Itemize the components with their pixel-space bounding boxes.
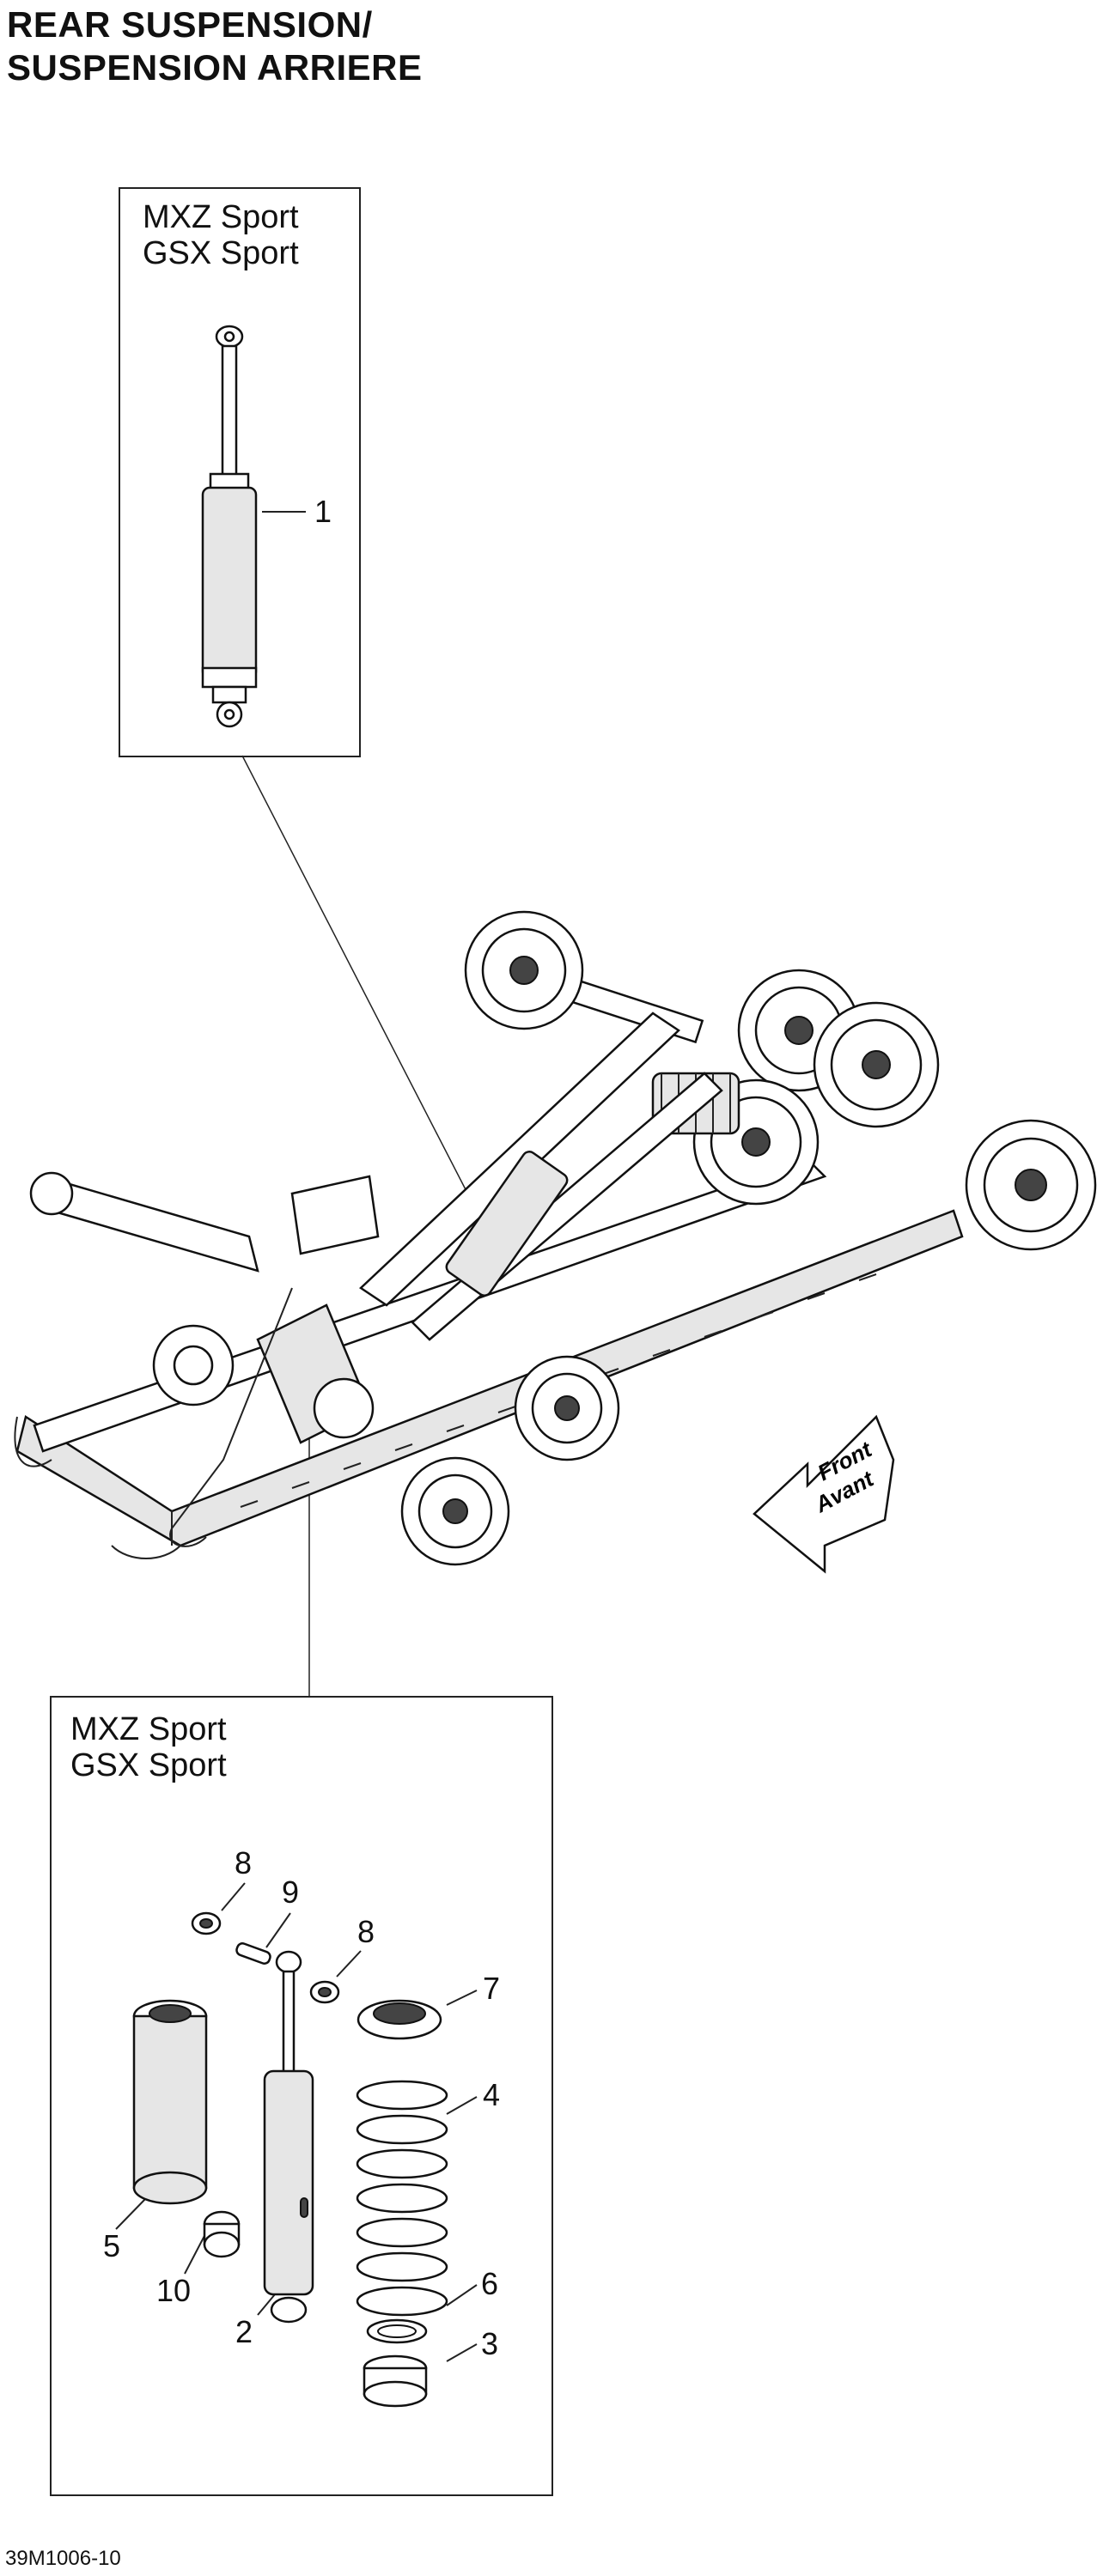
spacer-part-9 <box>235 1942 271 1965</box>
callout-1: 1 <box>314 494 332 529</box>
callout-6: 6 <box>481 2266 499 2301</box>
adjuster-collar-part-3 <box>363 2354 428 2408</box>
callout-8b: 8 <box>357 1914 375 1949</box>
spring-seat-part-7 <box>356 1999 442 2040</box>
front-direction-arrow: Front Avant <box>753 1414 895 1574</box>
top-box-model-2: GSX Sport <box>143 235 299 271</box>
suspension-assembly <box>14 910 1097 1566</box>
callout-3: 3 <box>481 2326 499 2361</box>
bushing-part-8a <box>191 1911 222 1935</box>
ring-part-6 <box>366 2318 428 2344</box>
callout-7: 7 <box>483 1971 501 2006</box>
callout-5: 5 <box>103 2228 121 2263</box>
callout-8a: 8 <box>235 1845 253 1880</box>
page-title: REAR SUSPENSION/ SUSPENSION ARRIERE <box>7 3 423 89</box>
coil-spring-part-4 <box>356 2080 448 2317</box>
title-line-1: REAR SUSPENSION/ <box>7 4 373 45</box>
bottom-box-model-2: GSX Sport <box>70 1747 227 1783</box>
figure-code: 39M1006-10 <box>5 2547 121 2570</box>
bushing-part-8b <box>309 1980 340 2004</box>
callout-4: 4 <box>483 2077 501 2112</box>
bushing-part-10 <box>203 2210 241 2258</box>
protector-sleeve-part-5 <box>132 1999 208 2205</box>
shock-absorber-part-1 <box>201 325 258 728</box>
top-box-model-1: MXZ Sport <box>143 199 299 235</box>
callout-10: 10 <box>156 2273 192 2308</box>
bottom-box-model-1: MXZ Sport <box>70 1711 227 1747</box>
leader-top <box>241 755 487 1230</box>
callout-2: 2 <box>235 2314 253 2349</box>
title-line-2: SUSPENSION ARRIERE <box>7 47 423 88</box>
shock-absorber-part-2 <box>263 1950 314 2324</box>
callout-9: 9 <box>282 1874 300 1910</box>
